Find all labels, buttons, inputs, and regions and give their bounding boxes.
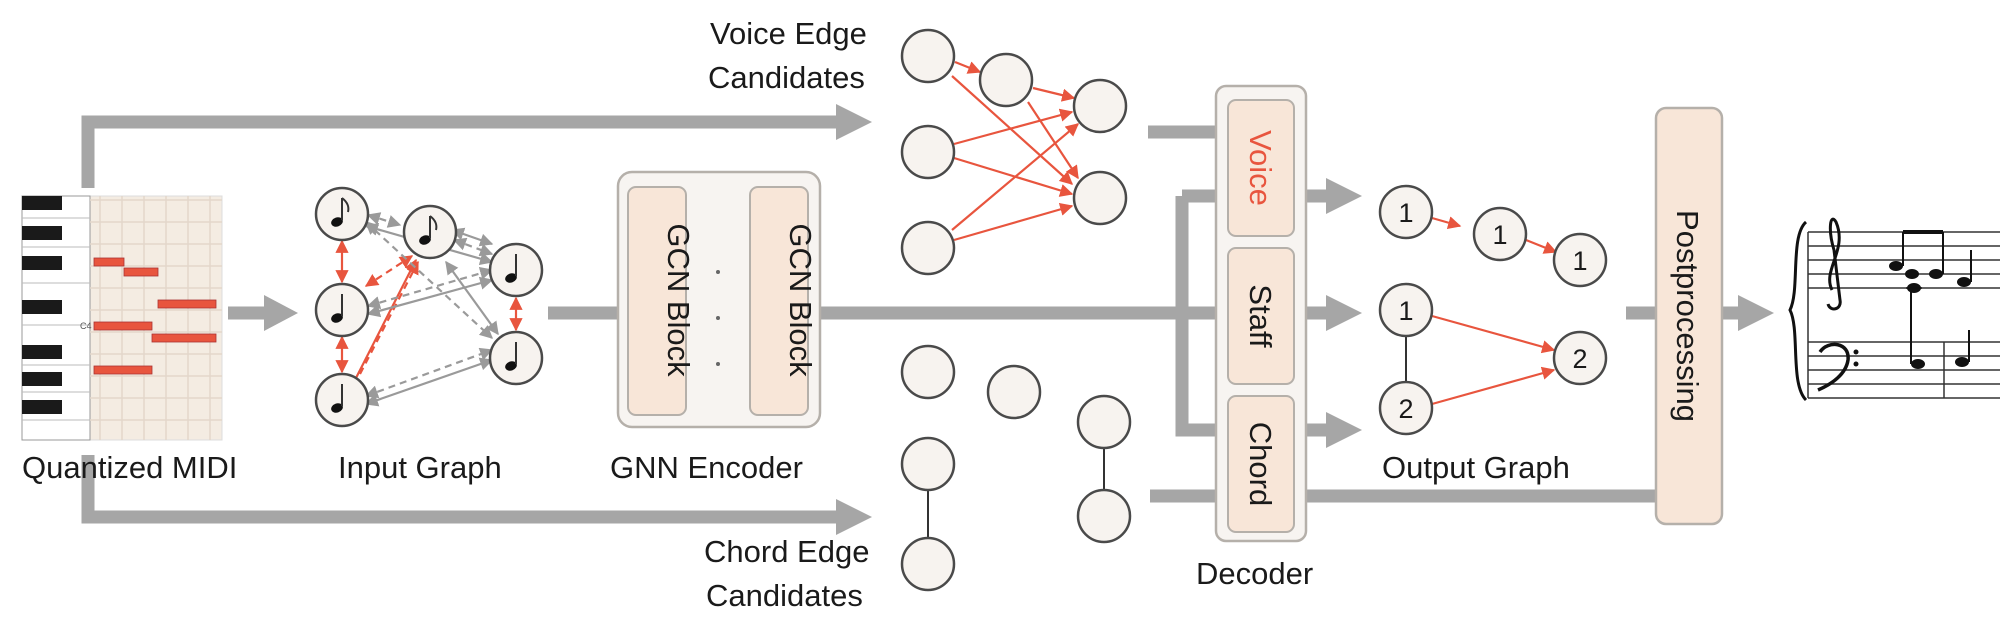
note-node <box>314 282 370 338</box>
brace-icon <box>1788 220 1808 402</box>
output-graph-label: Output Graph <box>1382 450 1570 485</box>
input-graph <box>314 186 544 428</box>
quantized-midi-label: Quantized MIDI <box>22 450 237 485</box>
chord-edge-label-1: Chord Edge <box>704 534 869 569</box>
output-node-staff-2: 2 <box>1398 394 1413 424</box>
gcn-block-1: GCN Block <box>661 223 696 377</box>
gnn-encoder-label: GNN Encoder <box>610 450 803 485</box>
c4-label: C4 <box>80 321 92 331</box>
chord-edge-label-2: Candidates <box>706 578 863 613</box>
gnn-encoder: GCN Block GCN Block <box>616 170 822 429</box>
voice-edge-label-2: Candidates <box>708 60 865 95</box>
output-node-voice-2: 1 <box>1492 220 1507 250</box>
voice-edge-label-1: Voice Edge <box>710 16 867 51</box>
note-node <box>488 242 544 298</box>
midi-piano-roll: C4 <box>21 195 223 441</box>
output-node-staff-1: 1 <box>1398 296 1413 326</box>
note-node <box>314 372 370 428</box>
note-node <box>402 204 458 260</box>
note-node <box>314 186 370 242</box>
gcn-block-2: GCN Block <box>783 223 818 377</box>
treble-clef-icon <box>1826 217 1842 311</box>
postprocessing-block: Postprocessing <box>1654 106 1724 526</box>
decoder-voice-head: Voice <box>1243 130 1278 206</box>
decoder: Voice Staff Chord <box>1214 84 1308 543</box>
decoder-label: Decoder <box>1196 556 1313 591</box>
postprocessing-label: Postprocessing <box>1670 210 1705 422</box>
note-node <box>488 330 544 386</box>
output-graph: 1 1 1 1 2 2 <box>1378 184 1608 436</box>
output-node-voice-3: 1 <box>1572 246 1587 276</box>
bass-clef-icon <box>1817 342 1850 392</box>
chord-edge-candidates <box>900 344 1132 592</box>
output-node-merged: 2 <box>1572 344 1587 374</box>
score-output <box>1788 192 2000 430</box>
voice-edge-candidates <box>900 28 1128 276</box>
output-node-voice-1: 1 <box>1398 198 1413 228</box>
decoder-chord-head: Chord <box>1243 422 1278 506</box>
input-graph-label: Input Graph <box>338 450 502 485</box>
decoder-staff-head: Staff <box>1243 284 1278 348</box>
